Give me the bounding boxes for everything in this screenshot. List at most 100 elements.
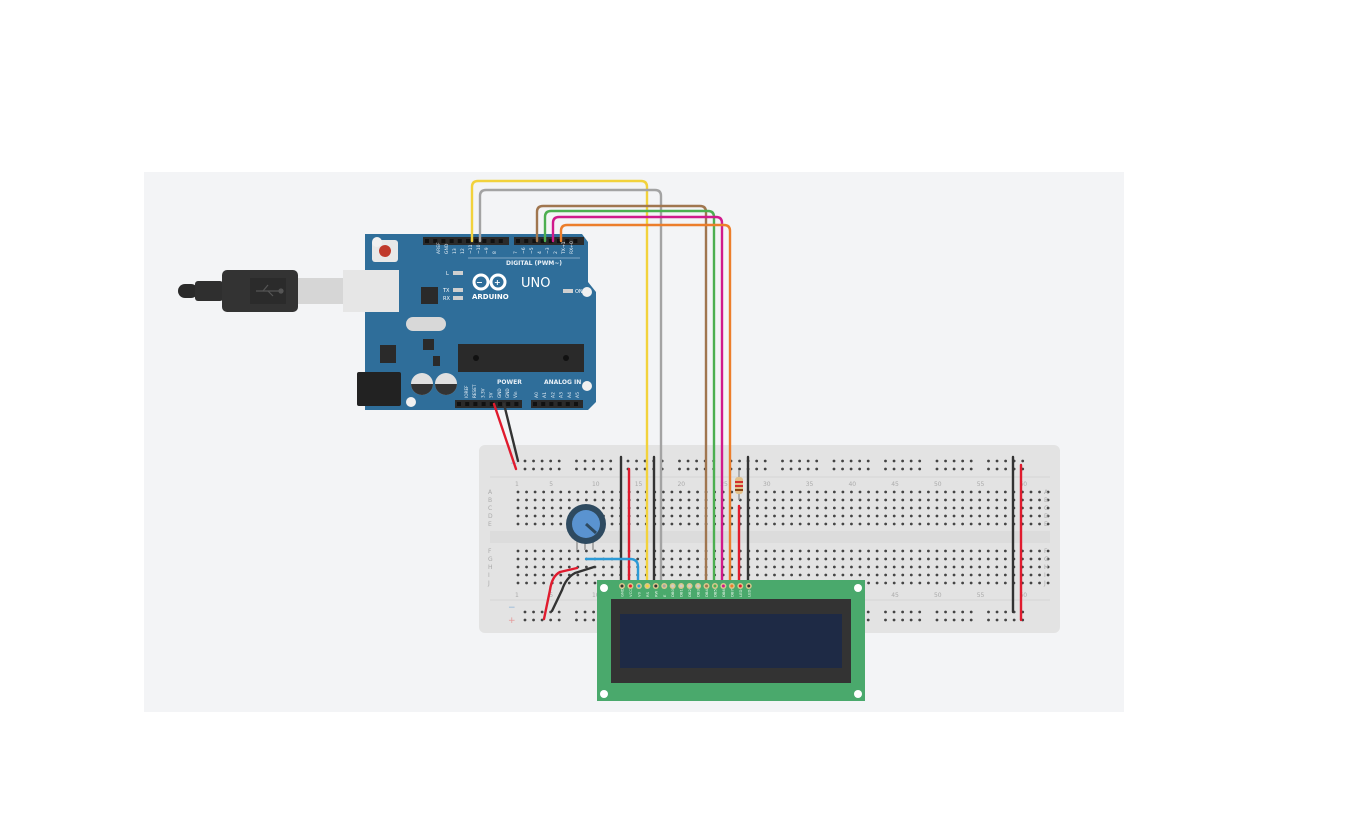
header-pin[interactable] [498,239,503,243]
breadboard-hole[interactable] [1038,522,1041,526]
breadboard-hole[interactable] [636,522,640,526]
breadboard-hole[interactable] [944,506,947,510]
breadboard-hole[interactable] [696,514,699,518]
breadboard-hole[interactable] [858,557,862,561]
breadboard-hole[interactable] [824,506,828,510]
breadboard-hole[interactable] [542,522,546,526]
breadboard-hole[interactable] [790,565,793,569]
breadboard-hole[interactable] [978,565,982,569]
rail-hole[interactable] [884,459,887,463]
breadboard-hole[interactable] [841,506,845,510]
breadboard-hole[interactable] [986,573,990,577]
rail-hole[interactable] [549,618,553,622]
rail-hole[interactable] [532,467,535,471]
breadboard-hole[interactable] [773,557,776,561]
breadboard-hole[interactable] [918,557,922,561]
header-pin[interactable] [524,239,529,243]
breadboard-hole[interactable] [1046,514,1050,518]
breadboard-hole[interactable] [969,573,973,577]
breadboard-hole[interactable] [687,506,691,510]
breadboard-hole[interactable] [1003,490,1007,494]
rail-hole[interactable] [626,459,630,463]
breadboard-hole[interactable] [679,522,682,526]
rail-hole[interactable] [892,610,896,614]
breadboard-hole[interactable] [944,549,947,553]
header-pin[interactable] [473,402,478,406]
breadboard-hole[interactable] [935,565,939,569]
breadboard-hole[interactable] [961,549,964,553]
breadboard-hole[interactable] [756,549,759,553]
rail-hole[interactable] [549,467,553,471]
rail-hole[interactable] [832,459,836,463]
rail-hole[interactable] [935,459,939,463]
rail-hole[interactable] [583,610,587,614]
breadboard-hole[interactable] [661,565,665,569]
breadboard-hole[interactable] [986,490,990,494]
breadboard-hole[interactable] [661,557,665,561]
breadboard-hole[interactable] [841,565,845,569]
breadboard-hole[interactable] [593,549,597,553]
breadboard-hole[interactable] [927,498,930,502]
breadboard-hole[interactable] [875,506,879,510]
breadboard-hole[interactable] [610,573,614,577]
breadboard-hole[interactable] [602,565,605,569]
breadboard-hole[interactable] [687,522,691,526]
breadboard-hole[interactable] [815,514,819,518]
header-pin[interactable] [433,239,438,243]
breadboard-hole[interactable] [790,506,793,510]
breadboard-hole[interactable] [533,490,537,494]
breadboard-hole[interactable] [687,549,691,553]
breadboard-hole[interactable] [1029,549,1033,553]
breadboard-hole[interactable] [756,490,759,494]
breadboard-hole[interactable] [764,522,768,526]
breadboard-hole[interactable] [815,506,819,510]
breadboard-hole[interactable] [773,549,776,553]
breadboard-hole[interactable] [807,557,811,561]
rail-hole[interactable] [592,618,595,622]
breadboard-hole[interactable] [516,498,520,502]
breadboard-hole[interactable] [661,549,665,553]
breadboard-hole[interactable] [824,565,828,569]
breadboard-hole[interactable] [952,549,956,553]
breadboard-hole[interactable] [670,557,674,561]
breadboard-hole[interactable] [1029,565,1033,569]
breadboard-hole[interactable] [935,498,939,502]
rail-hole[interactable] [901,459,904,463]
breadboard-hole[interactable] [901,490,905,494]
breadboard-hole[interactable] [969,557,973,561]
breadboard-hole[interactable] [969,522,973,526]
breadboard-hole[interactable] [602,573,605,577]
breadboard-hole[interactable] [576,490,580,494]
breadboard-hole[interactable] [824,573,828,577]
breadboard-hole[interactable] [918,522,922,526]
rail-hole[interactable] [523,618,527,622]
breadboard-hole[interactable] [867,557,870,561]
rail-hole[interactable] [540,610,544,614]
wire-brown[interactable] [535,204,708,585]
breadboard-hole[interactable] [773,498,776,502]
rail-hole[interactable] [884,467,887,471]
header-pin[interactable] [541,402,546,406]
rail-hole[interactable] [557,610,561,614]
breadboard-hole[interactable] [944,490,947,494]
wire-green[interactable] [543,209,716,585]
wire-red-pot[interactable] [542,566,579,621]
breadboard-hole[interactable] [516,522,520,526]
breadboard-hole[interactable] [807,490,811,494]
breadboard-hole[interactable] [884,506,888,510]
breadboard-hole[interactable] [525,498,528,502]
breadboard-hole[interactable] [927,565,930,569]
header-pin[interactable] [557,402,562,406]
breadboard-hole[interactable] [696,573,699,577]
breadboard-hole[interactable] [679,549,682,553]
breadboard-hole[interactable] [602,506,605,510]
rail-hole[interactable] [909,467,913,471]
breadboard-hole[interactable] [969,490,973,494]
breadboard-hole[interactable] [559,506,563,510]
rail-hole[interactable] [866,459,870,463]
breadboard-hole[interactable] [978,498,982,502]
breadboard-hole[interactable] [1003,506,1007,510]
rail-hole[interactable] [815,467,819,471]
breadboard-hole[interactable] [687,565,691,569]
breadboard-hole[interactable] [764,498,768,502]
